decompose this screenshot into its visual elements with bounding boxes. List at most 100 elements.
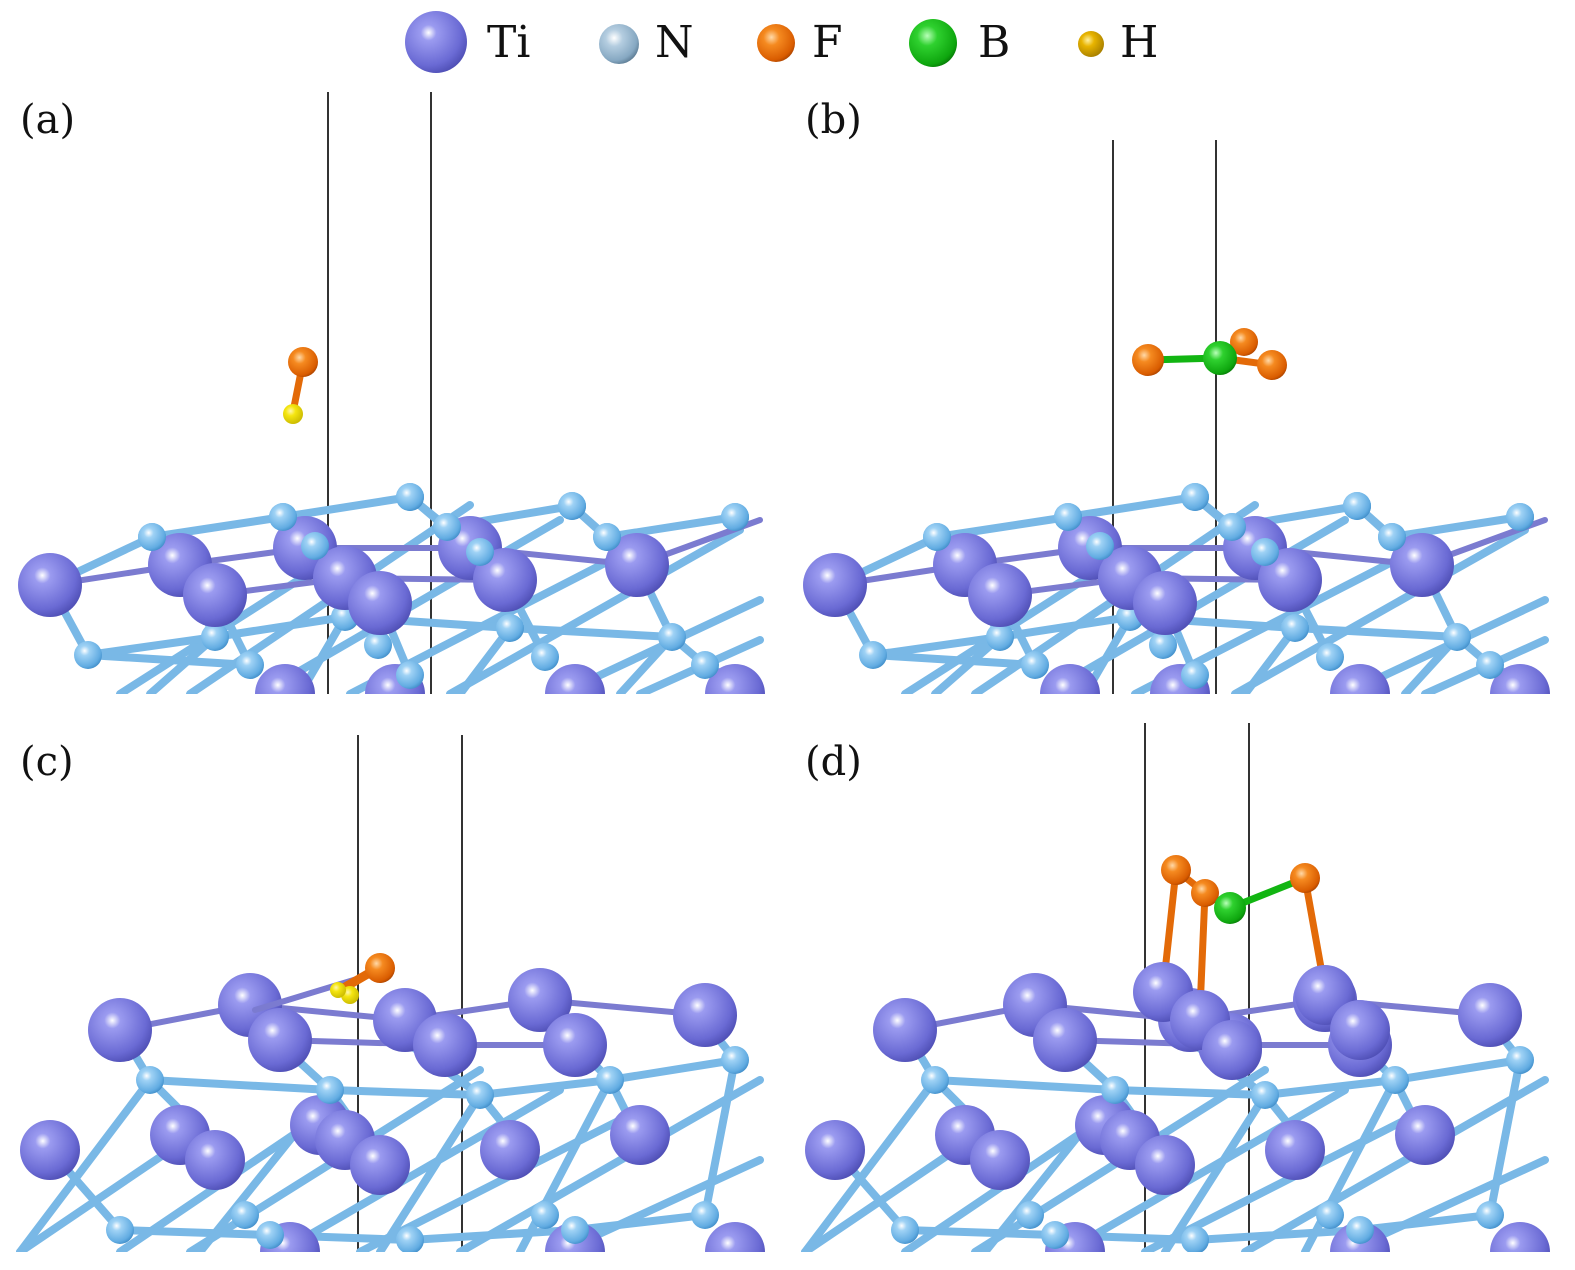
n-atom [1041, 1221, 1069, 1249]
panel-b-structure [803, 140, 1550, 694]
bond [701, 1056, 739, 1219]
panel-label-a: (a) [20, 97, 75, 143]
n-atom [1506, 503, 1534, 531]
h-atom [330, 982, 346, 998]
legend-label-ti: Ti [487, 17, 530, 68]
n-atom [721, 503, 749, 531]
bond [1486, 1056, 1524, 1219]
bond [406, 1226, 579, 1244]
bond [1388, 513, 1524, 541]
n-atom [1378, 523, 1406, 551]
bond [276, 1086, 564, 1252]
n-atom [396, 1226, 424, 1252]
n-atom [74, 641, 102, 669]
bond [931, 633, 1004, 694]
n-atom [1346, 1216, 1374, 1244]
ti-atom [20, 1120, 80, 1180]
ti-atom [605, 533, 669, 597]
bond [901, 1226, 1059, 1239]
ti-atom [873, 998, 937, 1062]
ti-atom [673, 983, 737, 1047]
f-atom [1161, 855, 1191, 885]
panel-c-structure [16, 735, 765, 1252]
panel-label-d: (d) [805, 739, 862, 785]
bond [571, 1211, 709, 1234]
legend: Ti N F B H [405, 11, 1158, 73]
ti-atom [413, 1013, 477, 1077]
bond [931, 1076, 1119, 1094]
n-atom [558, 492, 586, 520]
n-atom [231, 1201, 259, 1229]
n-atom [269, 503, 297, 531]
ti-atom [610, 1105, 670, 1165]
f-atom [1230, 328, 1258, 356]
ti-atom [1258, 548, 1322, 612]
ti-atom [480, 1120, 540, 1180]
ti-atom [185, 1130, 245, 1190]
ti-atom [705, 664, 765, 694]
ti-atom [183, 563, 247, 627]
n-atom [691, 1201, 719, 1229]
legend-label-f: F [812, 17, 843, 68]
n-atom [1054, 503, 1082, 531]
f-legend-sphere [757, 24, 795, 62]
bond [606, 1056, 739, 1084]
n-atom [1476, 651, 1504, 679]
n-atom [1316, 643, 1344, 671]
ti-atom [1040, 664, 1100, 694]
n-atom [721, 1046, 749, 1074]
ti-atom [805, 1120, 865, 1180]
bond [446, 526, 744, 694]
ti-atom [350, 1135, 410, 1195]
n-atom [691, 651, 719, 679]
bond [279, 493, 414, 521]
n-atom [466, 538, 494, 566]
bond [506, 624, 676, 641]
bond [116, 1226, 274, 1239]
n-atom [986, 623, 1014, 651]
bond [476, 1076, 614, 1099]
b-legend-sphere [909, 19, 957, 67]
ti-atom [970, 1130, 1030, 1190]
panel-label-b: (b) [805, 97, 862, 143]
n-atom [1181, 661, 1209, 689]
ti-atom [473, 548, 537, 612]
panel-d-structure [801, 723, 1550, 1252]
n-atom [236, 651, 264, 679]
h-atom [283, 404, 303, 424]
ti-atom [1133, 571, 1197, 635]
n-atom [1218, 513, 1246, 541]
bond [148, 513, 287, 541]
ti-atom [248, 1008, 312, 1072]
bond [326, 1086, 484, 1099]
bond [869, 633, 1004, 659]
bond [1111, 1086, 1269, 1099]
ti-atom [1033, 1008, 1097, 1072]
ti-atom [508, 968, 572, 1032]
n-atom [1506, 1046, 1534, 1074]
bond [933, 513, 1072, 541]
n-atom [921, 1066, 949, 1094]
ti-atom [18, 553, 82, 617]
n-atom [1021, 651, 1049, 679]
ti-atom [1395, 1105, 1455, 1165]
bond [1291, 624, 1461, 641]
n-atom [1251, 538, 1279, 566]
ti-atom [1458, 983, 1522, 1047]
ti-atom [348, 571, 412, 635]
ti-legend-sphere [405, 11, 467, 73]
ti-atom [1135, 1135, 1195, 1195]
n-atom [256, 1221, 284, 1249]
bond [1191, 1226, 1364, 1244]
bond [84, 651, 254, 669]
n-atom [1281, 614, 1309, 642]
f-atom [1290, 863, 1320, 893]
n-atom [466, 1081, 494, 1109]
h-legend-sphere [1078, 31, 1104, 57]
bond [16, 1076, 154, 1252]
bond [1064, 493, 1199, 521]
ti-atom [88, 998, 152, 1062]
n-atom [106, 1216, 134, 1244]
n-atom [1343, 492, 1371, 520]
